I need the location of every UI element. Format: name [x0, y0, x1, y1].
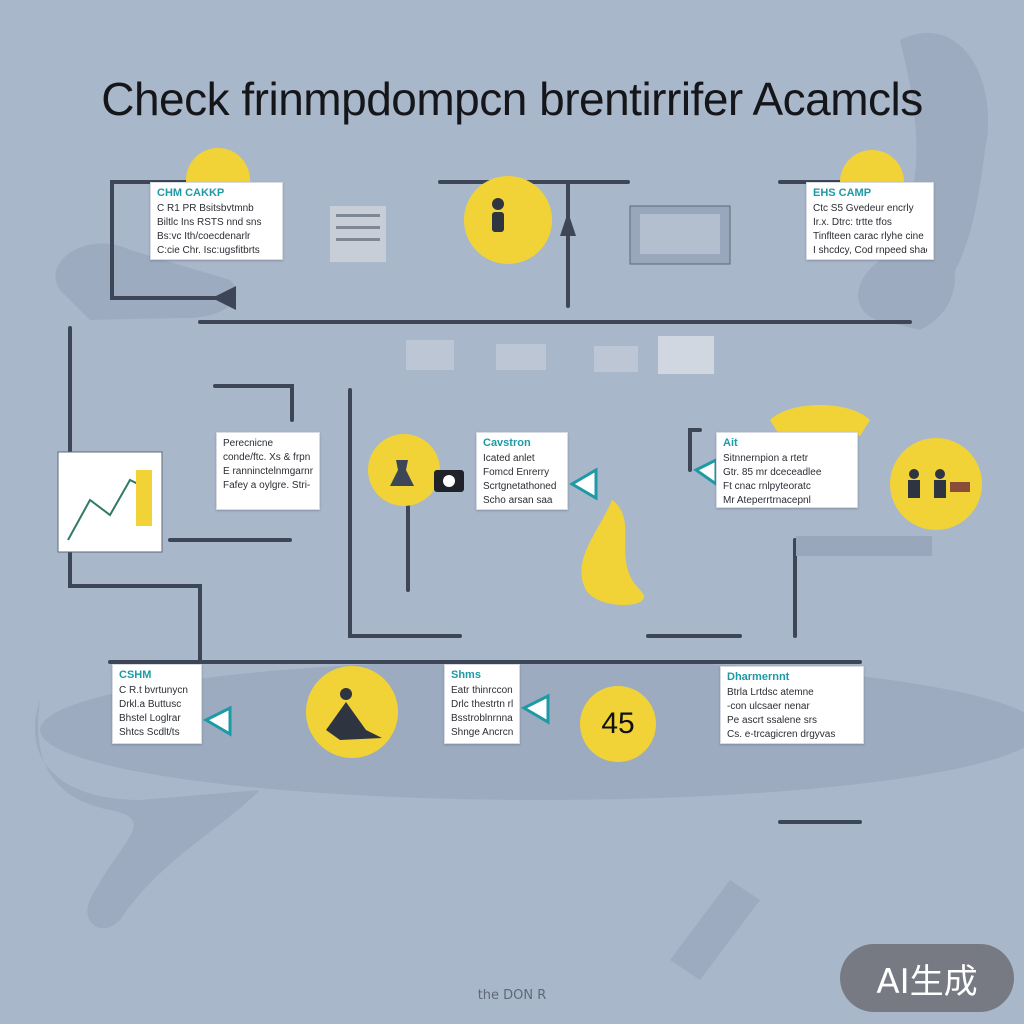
card-line: C:cie Chr. Isc:ugsfitbrts — [157, 245, 260, 256]
footer-text: the DON R — [477, 988, 547, 1003]
card-line: Scrtgnetathoned — [483, 481, 557, 492]
card-line: Drlc thestrtn rla — [451, 699, 513, 710]
mid-vertical-line — [348, 388, 462, 638]
card-line: Icated anlet — [483, 453, 535, 464]
card-line: Biltlc Ins RSTS nnd sns — [157, 217, 262, 228]
arrow-markers — [202, 212, 718, 737]
arrow-left-icon — [212, 286, 236, 310]
card-header: Ait — [723, 437, 738, 449]
card-line: Fomcd Enrerry — [483, 467, 550, 478]
card-line: I shcdcy, Cod rnpeed shac. — [813, 245, 927, 256]
card-header: Dharmernnt — [727, 671, 790, 683]
diagram-title: Check frinmpdompcn brentirrifer Acamcls — [101, 73, 923, 125]
card-line: Fafey a oylgre. Stri- — [223, 480, 311, 491]
triangle-play-icon — [520, 693, 550, 725]
triangle-play-icon — [202, 705, 232, 737]
info-card: Perecnicne conde/ftc. Xs & frpn E rannin… — [216, 432, 320, 510]
flask-icon — [390, 460, 414, 486]
card-line: C R.t bvrtunycn — [119, 685, 188, 696]
card-line: Bhstel Loglrar — [119, 713, 181, 724]
ai-generated-badge: AI生成 — [840, 944, 1014, 1012]
info-card: Cavstron Icated anlet Fomcd Enrerry Scrt… — [476, 432, 568, 510]
card-line: Gtr. 85 mr dceceadlee — [723, 467, 822, 478]
figure-icon — [326, 688, 382, 740]
card-line: Pe ascrt ssalene srs — [727, 715, 818, 726]
info-card: Dharmernnt Btrla Lrtdsc atemne -con ulcs… — [720, 666, 864, 744]
right-panel-shape — [796, 536, 932, 556]
card-line: Ctc S5 Gvedeur encrly — [813, 203, 914, 214]
card-header: CSHM — [119, 669, 152, 681]
info-card: CHM CAKKP C R1 PR Bsitsbvtmnb Biltlc Ins… — [150, 182, 283, 260]
yellow-circle-shape — [464, 176, 552, 264]
left-blob-shape — [55, 243, 237, 320]
card-line: Bs:vc Ith/coecdenarlr — [157, 231, 251, 242]
card-header: Cavstron — [483, 437, 531, 449]
card-line: Perecnicne — [223, 438, 274, 449]
card-line: Eatr thinrccone — [451, 685, 513, 696]
card-line: C R1 PR Bsitsbvtmnb — [157, 203, 254, 214]
card-line: Shtcs Scdlt/ts — [119, 727, 180, 738]
mid-right-vertical-line — [646, 538, 797, 638]
card-header: CHM CAKKP — [157, 187, 225, 199]
mid-right-frame-line — [688, 428, 702, 472]
info-card: CSHM C R.t bvrtunycn Drkl.a Buttusc Bhst… — [112, 664, 202, 744]
card-line: Cs. e-trcagicren drgyvas — [727, 729, 836, 740]
card-line: Scho arsan saa — [483, 495, 553, 506]
card-line: conde/ftc. Xs & frpn — [223, 452, 311, 463]
card-line: Tinflteen carac rlyhe cine — [813, 231, 924, 242]
bottom-right-slash-shape — [670, 880, 760, 980]
card-line: -con ulcsaer nenar — [727, 701, 810, 712]
card-line: Bsstroblnrnnaen — [451, 713, 513, 724]
card-header: EHS CAMP — [813, 187, 872, 199]
info-card: EHS CAMP Ctc S5 Gvedeur encrly Ir.x. Dtr… — [806, 182, 934, 260]
card-line: Mr Ateperrtrnacepnl — [723, 495, 811, 506]
triangle-play-icon — [569, 467, 598, 501]
card-line: E ranninctelnmgarnr — [223, 466, 313, 477]
number-badge: 45 — [580, 686, 656, 762]
card-header: Shms — [451, 669, 481, 681]
window-icon — [629, 205, 731, 265]
card-line: Ft cnac rnlpyteoratc — [723, 481, 811, 492]
document-icon — [330, 206, 386, 262]
card-line: Sitnnernpion a rtetr — [723, 453, 809, 464]
bottom-left-swoosh-shape — [34, 700, 260, 929]
yellow-swirl-shape — [581, 500, 645, 606]
card-line: Drkl.a Buttusc — [119, 699, 182, 710]
card-line: Ir.x. Dtrc: trtte tfos — [813, 217, 892, 228]
mid-left-bracket-line — [213, 384, 294, 422]
camera-icon — [434, 470, 464, 492]
yellow-drip-shape — [770, 405, 870, 436]
chart-panel-icon — [57, 451, 163, 553]
person-icon — [492, 198, 504, 232]
arrow-up-icon — [560, 212, 576, 236]
top-center-arrow-line — [438, 180, 630, 308]
card-line: Shnge Ancrcnaa — [451, 727, 513, 738]
triangle-play-icon — [693, 457, 718, 487]
info-card: Ait Sitnnernpion a rtetr Gtr. 85 mr dcec… — [716, 432, 858, 508]
faint-toolbar-icons — [406, 336, 714, 374]
pictogram-icons — [57, 198, 970, 740]
card-line: Btrla Lrtdsc atemne — [727, 687, 814, 698]
info-card: Shms Eatr thinrccone Drlc thestrtn rla B… — [444, 664, 520, 744]
team-icon — [908, 469, 970, 498]
